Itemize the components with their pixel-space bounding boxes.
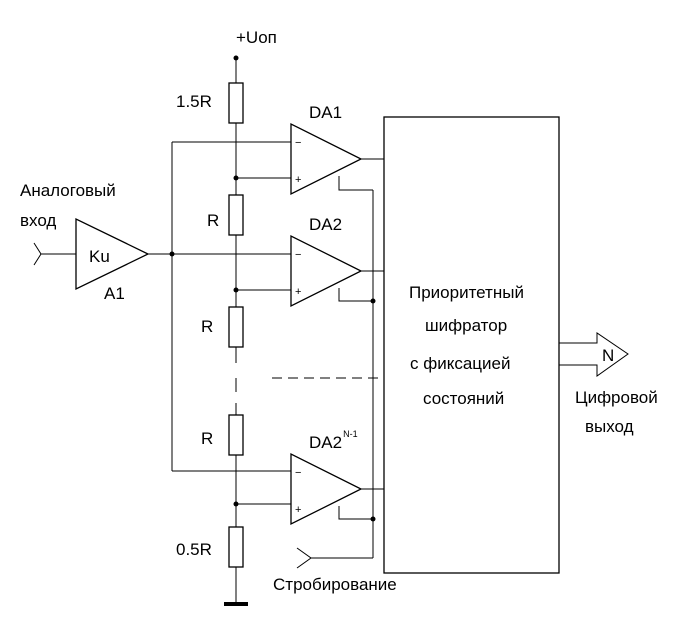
da1-plus: + bbox=[295, 174, 301, 186]
encoder-line2: шифратор bbox=[425, 316, 507, 335]
signal-bus bbox=[148, 141, 291, 472]
input-label-line2: вход bbox=[20, 211, 56, 230]
comparator-dalast bbox=[236, 452, 384, 526]
amplifier-gain-label: Ku bbox=[89, 247, 110, 266]
encoder-line3: с фиксацией bbox=[410, 354, 510, 373]
encoder-line1: Приоритетный bbox=[409, 283, 524, 302]
resistor-r2 bbox=[228, 306, 244, 348]
dalast-label-base: DA2 bbox=[309, 433, 342, 452]
output-label-line1: Цифровой bbox=[575, 388, 658, 407]
ground-symbol bbox=[224, 602, 248, 606]
dalast-label: DA2N-1 bbox=[309, 429, 358, 452]
output-label-line2: выход bbox=[585, 417, 634, 436]
encoder-line4: состояний bbox=[423, 389, 504, 408]
analog-input-terminal bbox=[33, 242, 76, 266]
priority-encoder bbox=[383, 116, 560, 574]
supply-label: +Uоп bbox=[236, 28, 277, 47]
input-label-line1: Аналоговый bbox=[20, 181, 116, 200]
digital-output-arrow bbox=[558, 332, 629, 377]
da1-minus: − bbox=[295, 137, 301, 149]
comparator-da1 bbox=[236, 122, 384, 196]
strobe-line bbox=[296, 190, 376, 569]
resistor-r3-label: R bbox=[201, 429, 213, 448]
dalast-plus: + bbox=[295, 504, 301, 516]
dalast-minus: − bbox=[295, 467, 301, 479]
resistor-ladder bbox=[224, 82, 248, 606]
supply-node bbox=[233, 55, 239, 83]
resistor-r2-label: R bbox=[201, 317, 213, 336]
da2-plus: + bbox=[295, 286, 301, 298]
strobe-label: Стробирование bbox=[273, 575, 397, 594]
resistor-bottom bbox=[228, 526, 244, 568]
amplifier-ref-label: A1 bbox=[104, 284, 125, 303]
da1-label: DA1 bbox=[309, 103, 342, 122]
resistor-top-label: 1.5R bbox=[176, 92, 212, 111]
output-bus-label: N bbox=[602, 346, 614, 365]
resistor-r1-label: R bbox=[207, 211, 219, 230]
resistor-bottom-label: 0.5R bbox=[176, 540, 212, 559]
da2-label: DA2 bbox=[309, 215, 342, 234]
resistor-r1 bbox=[228, 194, 244, 236]
comparator-da2 bbox=[236, 234, 384, 308]
amplifier-a1 bbox=[75, 217, 150, 291]
resistor-top bbox=[228, 82, 244, 124]
dalast-label-sup: N-1 bbox=[343, 429, 358, 439]
da2-minus: − bbox=[295, 249, 301, 261]
resistor-r3 bbox=[228, 414, 244, 456]
